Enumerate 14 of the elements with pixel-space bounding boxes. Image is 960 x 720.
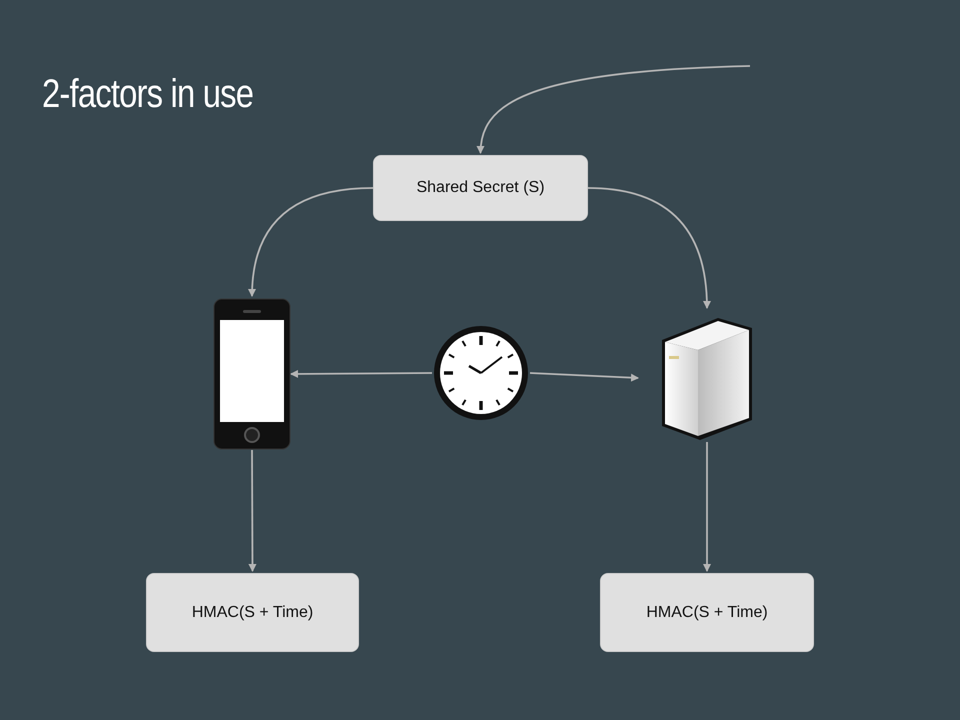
box-label: Shared Secret (S)	[416, 178, 545, 198]
arrow	[588, 187, 711, 309]
process-box	[146, 573, 359, 652]
title: 2-factors in use	[42, 71, 254, 118]
process-box	[600, 573, 814, 652]
process-box	[373, 155, 588, 221]
arrow	[530, 372, 639, 382]
box-label: HMAC(S + Time)	[646, 602, 768, 622]
arrow	[248, 187, 374, 297]
box-label: HMAC(S + Time)	[192, 602, 314, 622]
arrow	[477, 65, 750, 154]
arrow	[248, 450, 256, 572]
arrow	[703, 442, 711, 572]
arrow	[290, 370, 432, 378]
